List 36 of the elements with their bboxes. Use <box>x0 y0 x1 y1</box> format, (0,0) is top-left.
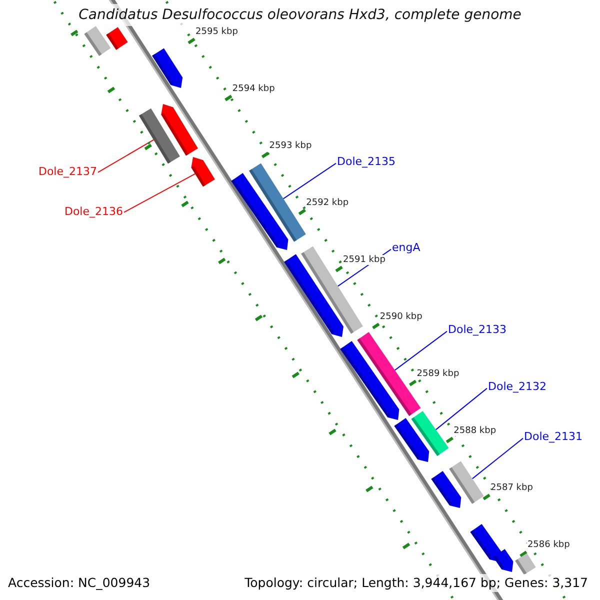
gene-feature <box>340 341 400 420</box>
gene-feature <box>152 48 183 88</box>
gene-feature <box>493 549 514 572</box>
gene-feature <box>394 418 430 462</box>
gene-feature <box>231 173 288 250</box>
gene-feature <box>139 108 180 164</box>
scale-label: 2593 kbp <box>269 141 312 152</box>
gene-feature <box>84 26 111 56</box>
gene-label: Dole_2133 <box>448 324 507 337</box>
gene-feature <box>284 254 344 337</box>
scale-label: 2586 kbp <box>527 540 570 550</box>
scale-label: 2588 kbp <box>454 426 496 436</box>
leader-line <box>435 388 488 430</box>
leader-line <box>282 162 336 200</box>
leader-line <box>394 330 448 371</box>
gene-feature <box>106 27 128 50</box>
scale-label: 2595 kbp <box>196 27 238 38</box>
gene-feature <box>431 471 462 508</box>
gene-feature <box>191 157 215 187</box>
gene-feature <box>515 553 536 575</box>
gene-label: Dole_2137 <box>38 166 97 179</box>
gene-feature <box>470 524 502 562</box>
leader-line <box>472 438 524 480</box>
scale-label: 2591 kbp <box>343 255 386 266</box>
gene-label: Dole_2136 <box>64 206 123 219</box>
scale-label: 2594 kbp <box>232 84 275 94</box>
scale-label: 2587 kbp <box>490 483 533 494</box>
gene-label: Dole_2135 <box>337 156 396 169</box>
scale-label: 2590 kbp <box>380 312 422 322</box>
scale-label: 2589 kbp <box>416 369 460 380</box>
leader-line <box>124 173 196 213</box>
gene-label: Dole_2132 <box>488 381 547 394</box>
leader-line <box>98 139 154 173</box>
gene-label: Dole_2131 <box>524 431 583 444</box>
scale-label: 2592 kbp <box>306 198 349 208</box>
gene-label: engA <box>392 242 420 255</box>
